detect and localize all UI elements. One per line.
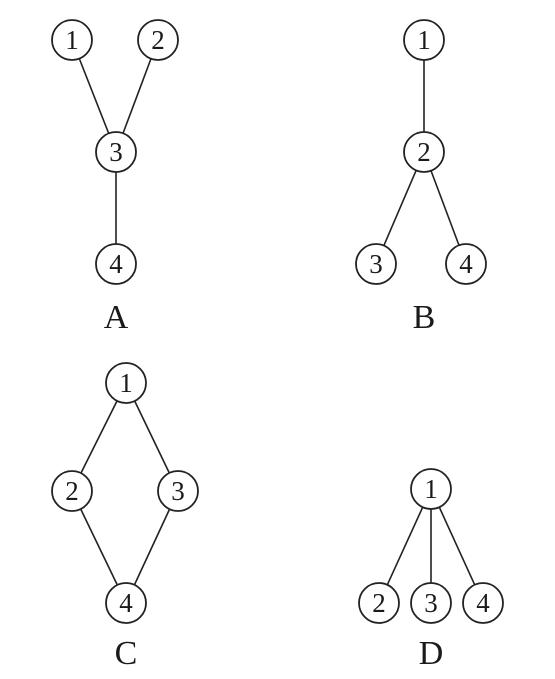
node-circle: [403, 19, 445, 61]
edge-c-3-4: [133, 508, 171, 586]
node-label: 1: [65, 25, 79, 55]
node-c-1: 1: [105, 362, 147, 404]
edge-b-2-4: [430, 170, 460, 246]
node-label: 3: [424, 588, 438, 618]
node-label: 3: [171, 476, 185, 506]
node-a-4: 4: [95, 243, 137, 285]
node-d-3: 3: [410, 582, 452, 624]
node-circle: [105, 582, 147, 624]
edge-d-1-4: [438, 506, 476, 586]
node-b-2: 2: [403, 131, 445, 173]
node-label: 2: [372, 588, 386, 618]
node-label: 4: [459, 249, 473, 279]
node-b-3: 3: [355, 243, 397, 285]
node-a-2: 2: [137, 19, 179, 61]
node-label: 4: [476, 588, 490, 618]
diagram-b: 1 2 3 4: [355, 19, 487, 285]
node-circle: [462, 582, 504, 624]
node-label: 1: [119, 368, 133, 398]
edge-d-1-2: [386, 506, 424, 586]
node-circle: [403, 131, 445, 173]
node-circle: [157, 470, 199, 512]
edge-b-2-3: [383, 170, 417, 246]
node-c-4: 4: [105, 582, 147, 624]
edge-a-2-3: [122, 58, 152, 134]
node-label: 4: [109, 249, 123, 279]
caption-c: C: [115, 635, 138, 672]
node-circle: [358, 582, 400, 624]
node-label: 3: [369, 249, 383, 279]
diagram-c: 1 2 3 4: [51, 362, 199, 624]
node-circle: [355, 243, 397, 285]
node-circle: [51, 470, 93, 512]
node-circle: [105, 362, 147, 404]
node-circle: [95, 243, 137, 285]
node-a-3: 3: [95, 131, 137, 173]
node-circle: [137, 19, 179, 61]
diagram-d: 1 2 3 4: [358, 468, 504, 624]
node-circle: [445, 243, 487, 285]
node-circle: [410, 468, 452, 510]
node-label: 3: [109, 137, 123, 167]
node-label: 4: [119, 588, 133, 618]
caption-a: A: [104, 299, 129, 336]
node-label: 2: [65, 476, 79, 506]
node-c-2: 2: [51, 470, 93, 512]
diagram-a: 1 2 3 4: [51, 19, 179, 285]
edge-c-1-3: [133, 400, 171, 474]
node-a-1: 1: [51, 19, 93, 61]
node-b-1: 1: [403, 19, 445, 61]
node-d-2: 2: [358, 582, 400, 624]
edge-c-2-4: [79, 508, 119, 586]
node-circle: [51, 19, 93, 61]
node-circle: [410, 582, 452, 624]
edge-a-1-3: [78, 58, 110, 134]
node-label: 2: [417, 137, 431, 167]
caption-b: B: [413, 299, 436, 336]
node-circle: [95, 131, 137, 173]
node-label: 2: [151, 25, 165, 55]
edge-c-1-2: [80, 400, 118, 474]
node-label: 1: [417, 25, 431, 55]
caption-d: D: [419, 635, 444, 672]
node-c-3: 3: [157, 470, 199, 512]
node-d-4: 4: [462, 582, 504, 624]
node-d-1: 1: [410, 468, 452, 510]
node-b-4: 4: [445, 243, 487, 285]
node-label: 1: [424, 474, 438, 504]
